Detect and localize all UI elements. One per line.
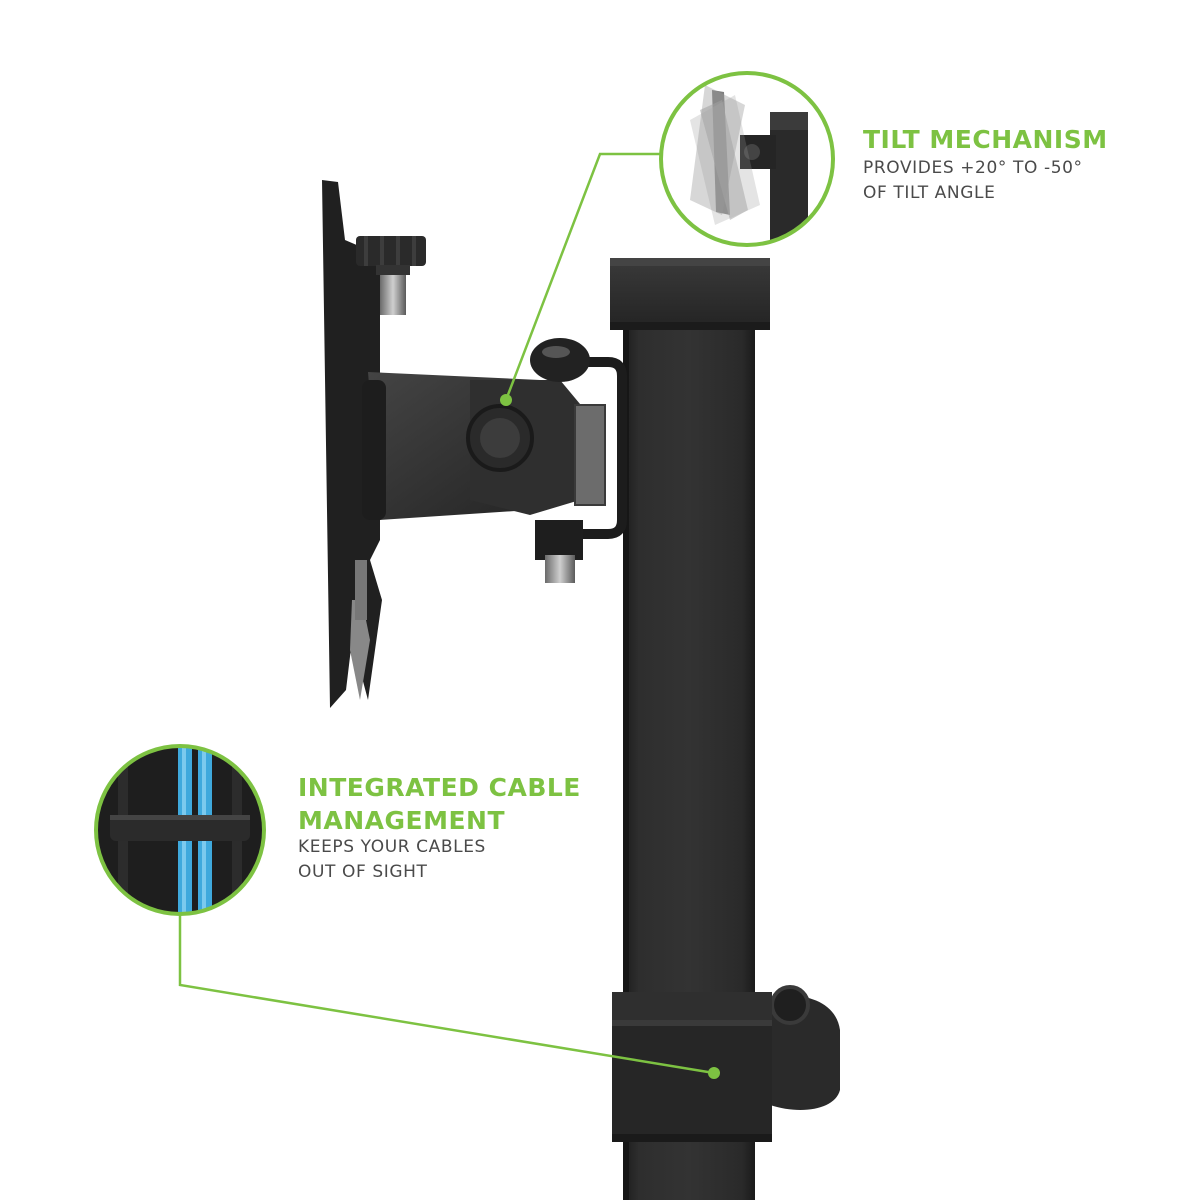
cable-description: KEEPS YOUR CABLES OUT OF SIGHT	[298, 835, 486, 885]
cable-inset-image	[94, 744, 266, 916]
tilt-title-line: TILT MECHANISM	[863, 125, 1108, 154]
cable-leader-line	[178, 914, 720, 1079]
tilt-desc-line-2: OF TILT ANGLE	[863, 183, 996, 203]
cable-title-line-2: MANAGEMENT	[298, 806, 506, 835]
cable-management-clip	[612, 985, 840, 1142]
cable-desc-line-2: OUT OF SIGHT	[298, 862, 428, 882]
tilt-leader-line	[500, 152, 661, 406]
tilt-inset-image	[659, 71, 835, 247]
cable-desc-line-1: KEEPS YOUR CABLES	[298, 837, 486, 857]
vesa-plate	[322, 180, 382, 708]
pole-top-cap	[610, 258, 770, 330]
tilt-title: TILT MECHANISM	[863, 123, 1108, 156]
tilt-knob	[466, 404, 534, 472]
tilt-desc-line-1: PROVIDES +20° TO -50°	[863, 158, 1083, 178]
thumb-screw	[356, 236, 426, 315]
cable-title: INTEGRATED CABLE MANAGEMENT	[298, 771, 581, 837]
tilt-description: PROVIDES +20° TO -50° OF TILT ANGLE	[863, 156, 1083, 206]
cable-title-line-1: INTEGRATED CABLE	[298, 773, 581, 802]
